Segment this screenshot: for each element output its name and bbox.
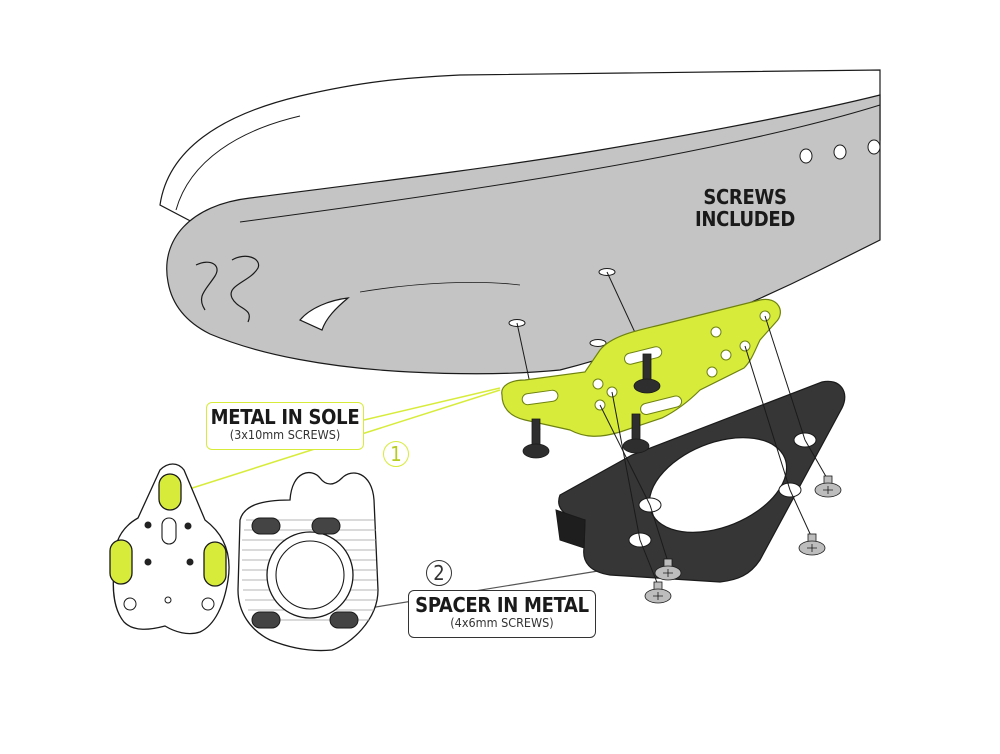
cleat-dot	[144, 558, 152, 566]
gray-screw	[644, 581, 672, 604]
cleat-back-pad	[251, 611, 281, 629]
metal-in-sole-title: METAL IN SOLE	[210, 405, 360, 429]
screws-included-label: SCREWS INCLUDED	[680, 186, 810, 230]
guide-line	[639, 539, 659, 586]
cleat-hole	[164, 596, 172, 604]
guide-line	[764, 315, 806, 441]
lace-hole	[799, 148, 813, 164]
spacer-in-metal-title: SPACER IN METAL	[415, 593, 589, 617]
gray-screw	[654, 558, 682, 581]
cleat-back-pad	[329, 611, 359, 629]
plate-slot	[640, 395, 683, 415]
guide-line	[744, 345, 791, 491]
lace-hole	[833, 144, 847, 160]
cleat-dot	[186, 558, 194, 566]
cleat-back-pad	[311, 517, 341, 535]
guide-line	[599, 404, 651, 506]
step-2-badge: 2	[426, 560, 452, 586]
spacer-side	[555, 509, 586, 549]
sole-toe-groove-2	[195, 261, 218, 311]
metal-sole-plate	[501, 298, 781, 437]
cleat-accent-slot	[203, 541, 227, 587]
cleat-dot	[144, 521, 152, 529]
cleat-center-slot	[161, 517, 177, 545]
gray-screw	[798, 533, 826, 556]
guide-line	[649, 504, 669, 563]
plate-hole	[592, 378, 604, 390]
sole-vent	[299, 297, 350, 331]
shoe-upper-seam	[175, 115, 301, 211]
plate-hole	[720, 349, 732, 361]
screws-included-line1: SCREWS	[703, 185, 787, 209]
guide-line	[611, 391, 641, 541]
dark-screw	[622, 413, 650, 454]
guide-line	[804, 439, 829, 481]
lace-hole	[867, 139, 881, 155]
cleat-accent-slot	[109, 539, 133, 585]
step-1-badge: 1	[383, 441, 409, 467]
guide-line	[789, 489, 813, 539]
dark-screw	[522, 418, 550, 459]
step-2-number: 2	[433, 561, 445, 585]
plate-hole	[706, 366, 718, 378]
sole-side-line	[359, 281, 521, 293]
dark-screw	[633, 353, 661, 394]
plate-slot	[521, 389, 559, 406]
step-1-number: 1	[390, 442, 402, 466]
sole-toe-groove	[230, 255, 260, 323]
connector-spacer	[344, 564, 636, 613]
cleat-hole	[123, 597, 137, 611]
cleat-back-pad	[251, 517, 281, 535]
gray-screw	[814, 475, 842, 498]
connector-metal-in-sole-2	[363, 387, 501, 421]
cleat-back-center	[275, 540, 345, 610]
sole-insert-hole	[589, 339, 607, 347]
cleat-hole	[201, 597, 215, 611]
cleat-accent-slot	[158, 473, 182, 511]
sole-edge-line	[239, 104, 881, 223]
plate-hole	[710, 326, 722, 338]
spacer-in-metal-label: SPACER IN METAL (4x6mm SCREWS)	[408, 590, 596, 638]
cleat-dot	[184, 522, 192, 530]
metal-in-sole-sub: (3x10mm SCREWS)	[229, 427, 341, 442]
screws-included-line2: INCLUDED	[694, 207, 796, 231]
spacer-in-metal-sub: (4x6mm SCREWS)	[450, 615, 554, 630]
metal-in-sole-label: METAL IN SOLE (3x10mm SCREWS)	[206, 402, 364, 450]
